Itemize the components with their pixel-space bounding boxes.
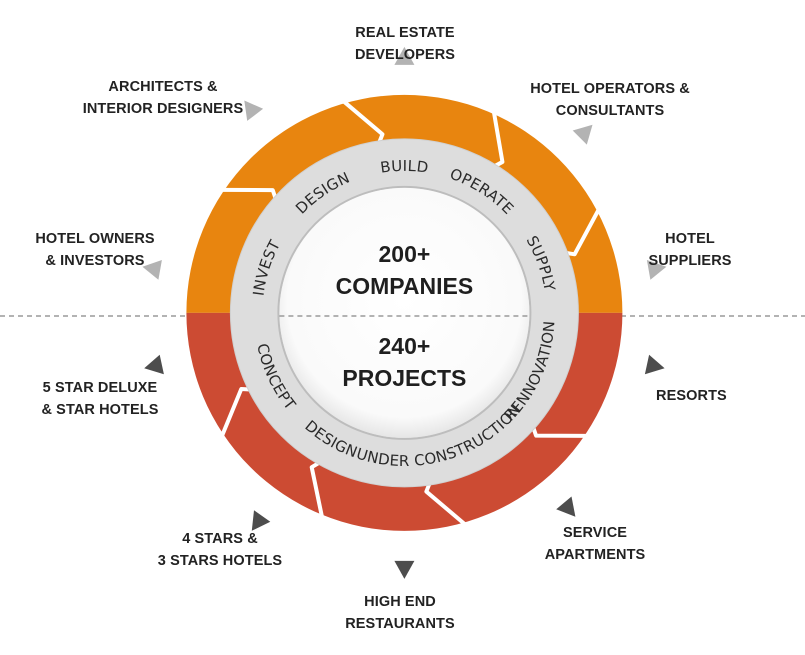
inner-ring-edge bbox=[277, 185, 532, 440]
pointer-arrow-icon bbox=[251, 510, 271, 531]
center-bottom-label: PROJECTS bbox=[342, 365, 466, 391]
center-disc bbox=[279, 187, 530, 438]
center-top-label: COMPANIES bbox=[336, 273, 474, 299]
pointer-arrows bbox=[142, 46, 667, 579]
label-architects: ARCHITECTS &INTERIOR DESIGNERS bbox=[82, 79, 244, 117]
label-hotel-owners: HOTEL OWNERS& INVESTORS bbox=[35, 231, 155, 269]
ring-word: BUILD bbox=[379, 157, 429, 177]
label-five-star-hotels: 5 STAR DELUXE& STAR HOTELS bbox=[41, 380, 159, 418]
pointer-arrow-icon bbox=[244, 100, 264, 121]
center-bottom-count: 240+ bbox=[378, 333, 430, 359]
pointer-arrow-icon bbox=[144, 354, 164, 375]
outer-ring-bottom bbox=[186, 312, 623, 531]
pointer-arrow-icon bbox=[646, 260, 667, 280]
pointer-arrow-icon bbox=[394, 560, 415, 579]
outer-ring-top bbox=[186, 94, 623, 313]
label-resorts: RESORTS bbox=[656, 388, 727, 404]
pointer-arrow-icon bbox=[394, 46, 415, 65]
center-top-count: 200+ bbox=[378, 241, 430, 267]
label-hotel-operators: HOTEL OPERATORS &CONSULTANTS bbox=[530, 81, 690, 119]
pointer-arrow-icon bbox=[142, 260, 162, 280]
pointer-arrow-icon bbox=[556, 496, 576, 517]
pointer-arrow-icon bbox=[644, 354, 665, 375]
pointer-arrow-icon bbox=[572, 124, 593, 145]
label-four-star-hotels: 4 STARS &3 STARS HOTELS bbox=[157, 531, 283, 569]
